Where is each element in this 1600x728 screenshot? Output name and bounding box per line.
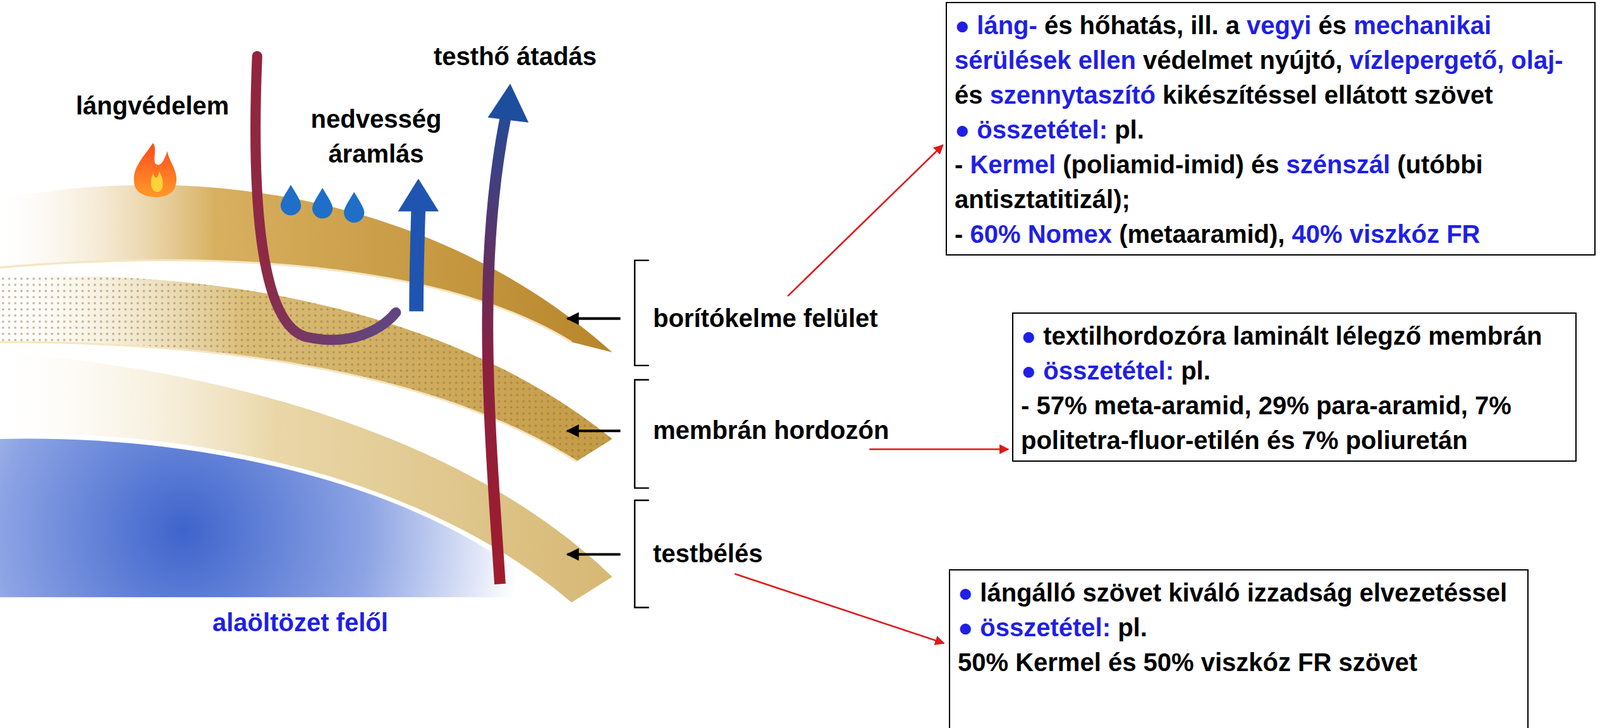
text-box: ● lángálló szövet kiváló izzadság elveze…	[948, 568, 1529, 728]
body-text: pl.	[1114, 115, 1145, 144]
water-drop	[280, 184, 301, 215]
body-text: -	[954, 150, 963, 179]
part-label: membrán hordozón	[653, 412, 889, 448]
body-text: textilhordozóra laminált lélegző membrán	[1043, 321, 1542, 350]
highlight-text: ●	[957, 613, 973, 642]
pointer-arrow	[567, 317, 621, 320]
flame-core	[151, 171, 164, 192]
highlight-text: 60% Nomex	[969, 219, 1112, 248]
bracket	[634, 379, 650, 488]
part-label: lángvédelem	[75, 88, 229, 124]
moisture-arrow	[416, 209, 419, 312]
part-label: testhő átadás	[433, 39, 597, 74]
body-text: és	[954, 80, 984, 109]
body-text: pl.	[1180, 356, 1211, 385]
highlight-text: összetétel:	[1043, 356, 1174, 385]
part-label: alaöltözet felől	[212, 604, 389, 640]
illustration-group	[0, 56, 1009, 643]
highlight-text: ●	[1020, 356, 1037, 385]
part-label: borítókelme felület	[653, 300, 879, 336]
highlight-text: vegyi	[1246, 11, 1312, 40]
highlight-text: szennytaszító	[989, 80, 1156, 109]
body-text: 50% Kermel és 50% viszkóz FR szövet	[957, 647, 1418, 676]
leader-line	[734, 573, 944, 643]
bracket	[634, 260, 650, 366]
part-label: nedvesség áramlás	[281, 101, 471, 172]
highlight-text: összetétel:	[976, 115, 1108, 144]
body-text: (metaaramid),	[1118, 219, 1285, 248]
flame-icon	[134, 142, 177, 198]
body-text: és	[1318, 11, 1348, 40]
body-text: védelmet nyújtó,	[1142, 46, 1343, 74]
body-text: pl.	[1117, 613, 1148, 642]
pointer-arrow	[567, 552, 621, 556]
highlight-text: Kermel	[969, 150, 1056, 179]
body-text: lángálló szövet kiváló izzadság elvezeté…	[979, 578, 1508, 607]
highlight-text: 40% viszkóz FR	[1292, 219, 1481, 248]
water-drop	[343, 191, 365, 222]
heat-arrowhead	[488, 83, 530, 123]
bracket	[634, 500, 650, 607]
text-box: ● láng- és hőhatás, ill. a vegyi és mech…	[945, 1, 1596, 256]
text-box: ● textilhordozóra laminált lélegző membr…	[1012, 312, 1577, 462]
water-drop	[312, 187, 333, 219]
cover-layer	[0, 184, 613, 352]
leader-line	[869, 448, 1009, 451]
highlight-text: ●	[954, 11, 970, 40]
body-text: - 57% meta-aramid, 29% para-aramid, 7% p…	[1020, 391, 1512, 454]
highlight-text: ●	[1020, 321, 1037, 350]
highlight-text: vízlepergető, olaj-	[1349, 46, 1564, 74]
highlight-text: ●	[957, 578, 973, 607]
moisture-arrowhead	[398, 178, 440, 212]
body-text: kikészítéssel ellátott szövet	[1162, 80, 1493, 109]
heat-arrow	[487, 114, 506, 585]
highlight-text: összetétel:	[979, 613, 1111, 642]
highlight-text: ●	[954, 115, 970, 144]
body-text: (poliamid-imid) és	[1062, 150, 1279, 179]
highlight-text: szénszál	[1286, 150, 1391, 179]
highlight-text: láng-	[976, 11, 1038, 40]
part-label: testbélés	[653, 536, 763, 571]
pointer-arrow	[567, 429, 621, 432]
leader-line	[787, 144, 943, 296]
body-text: -	[954, 219, 963, 248]
body-text: és hőhatás, ill. a	[1044, 11, 1240, 40]
flame-reflect-arrow	[255, 56, 396, 341]
